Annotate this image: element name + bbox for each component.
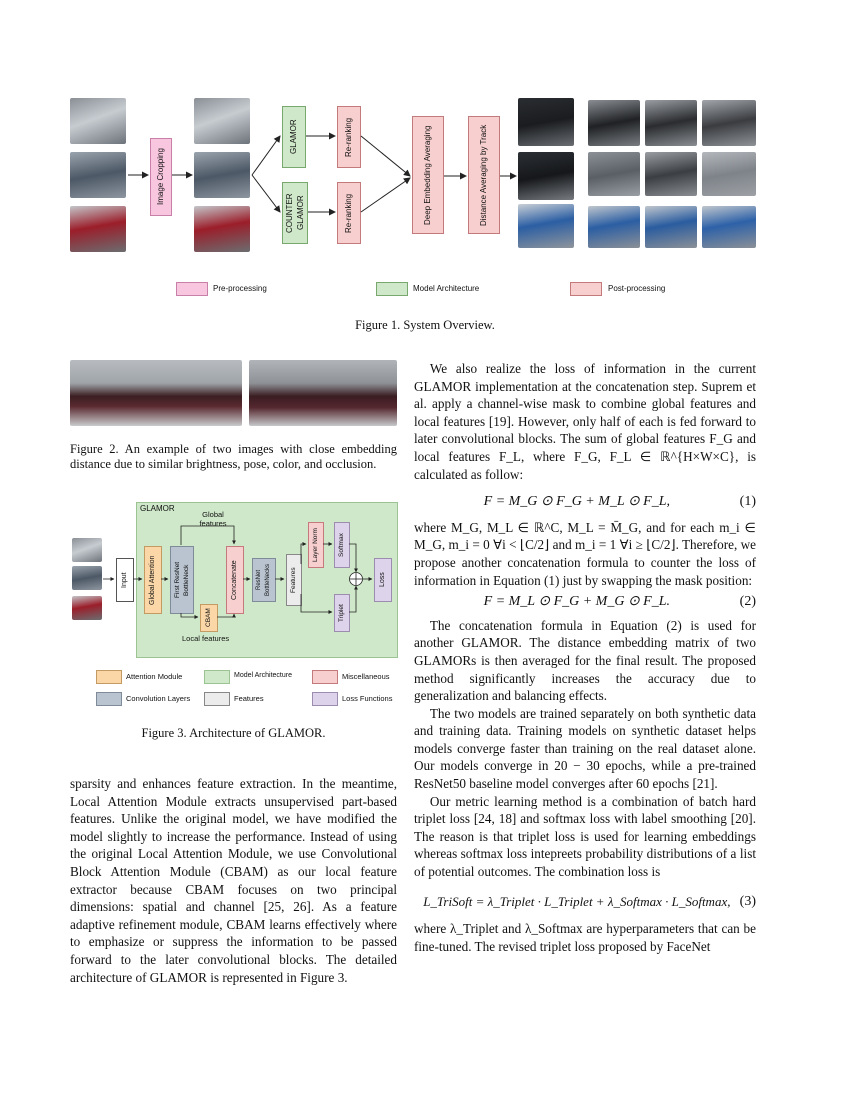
fig3-legend-model: Model Architecture bbox=[234, 672, 292, 679]
right-paragraph-5: Our metric learning method is a combinat… bbox=[414, 793, 756, 880]
equation-1-number: (1) bbox=[739, 494, 756, 510]
equation-2-number: (2) bbox=[739, 594, 756, 610]
right-paragraph-4: The two models are trained separately on… bbox=[414, 705, 756, 792]
cropped-photo-red-jeep bbox=[194, 206, 250, 252]
legend-swatch-model-architecture bbox=[376, 282, 408, 296]
figure-2-image-right bbox=[249, 360, 397, 426]
input-photo-silver-car bbox=[70, 98, 126, 144]
fig3-input-photo-2 bbox=[72, 566, 102, 590]
legend-label-postprocessing: Post-processing bbox=[608, 284, 666, 293]
figure-1: Image Cropping GLAMOR COUNTER GLAMOR Re-… bbox=[0, 0, 850, 310]
equation-1-body: F = M_G ⊙ F_G + M_L ⊙ F_L, bbox=[483, 494, 671, 510]
fig3-legend-misc: Miscellaneous bbox=[342, 672, 390, 681]
track-photo-2 bbox=[518, 152, 574, 200]
fig3-legend-features: Features bbox=[234, 694, 264, 703]
local-features-label: Local features bbox=[182, 634, 230, 643]
right-paragraph-6: where λ_Triplet and λ_Softmax are hyperp… bbox=[414, 921, 756, 954]
legend-label-preprocessing: Pre-processing bbox=[213, 284, 267, 293]
result-photo-2-1 bbox=[588, 152, 640, 196]
cropped-photo-silver-car bbox=[194, 98, 250, 144]
figure-2-caption: Figure 2. An example of two images with … bbox=[70, 442, 397, 471]
legend-swatch-preprocessing bbox=[176, 282, 208, 296]
result-photo-1-2 bbox=[645, 100, 697, 146]
figure-3-caption: Figure 3. Architecture of GLAMOR. bbox=[141, 726, 326, 740]
figure-3: GLAMOR Global features Local features In… bbox=[70, 500, 410, 710]
result-photo-1-1 bbox=[588, 100, 640, 146]
fig3-legend-swatch-model bbox=[204, 670, 230, 684]
result-photo-3-3 bbox=[702, 206, 756, 248]
figure-3-arrows bbox=[103, 525, 373, 619]
fig3-legend-loss: Loss Functions bbox=[342, 694, 393, 703]
figure-2-image-left bbox=[70, 360, 242, 426]
equation-2: F = M_L ⊙ F_G + M_G ⊙ F_L. (2) bbox=[414, 593, 756, 611]
equation-1: F = M_G ⊙ F_G + M_L ⊙ F_L, (1) bbox=[414, 493, 756, 511]
equation-3: L_TriSoft = λ_Triplet · L_Triplet + λ_So… bbox=[414, 893, 756, 911]
result-photo-2-3 bbox=[702, 152, 756, 196]
result-photo-2-2 bbox=[645, 152, 697, 196]
input-photo-truck bbox=[70, 152, 126, 198]
cropped-photo-truck bbox=[194, 152, 250, 198]
figure-1-arrows bbox=[128, 132, 517, 216]
fig3-input-photo-1 bbox=[72, 538, 102, 562]
fig3-legend-swatch-features bbox=[204, 692, 230, 706]
right-paragraph-2: where M_G, M_L ∈ ℝ^C, M_L = M̄_G, and fo… bbox=[414, 519, 756, 588]
global-features-label: Global features bbox=[199, 510, 227, 528]
result-photo-1-3 bbox=[702, 100, 756, 146]
fig3-legend-conv: Convolution Layers bbox=[126, 694, 191, 703]
track-photo-3 bbox=[518, 204, 574, 248]
legend-swatch-postprocessing bbox=[570, 282, 602, 296]
equation-3-number: (3) bbox=[739, 893, 756, 909]
fig3-legend-swatch-misc bbox=[312, 670, 338, 684]
fig3-legend-attention: Attention Module bbox=[126, 672, 183, 681]
right-column: We also realize the loss of information … bbox=[414, 360, 756, 955]
input-photo-red-jeep bbox=[70, 206, 126, 252]
legend-label-model-architecture: Model Architecture bbox=[413, 284, 480, 293]
figure-1-caption: Figure 1. System Overview. bbox=[355, 318, 495, 332]
result-photo-3-1 bbox=[588, 206, 640, 248]
fig3-input-photo-3 bbox=[72, 596, 102, 620]
fig3-legend-swatch-attention bbox=[96, 670, 122, 684]
glamor-panel-title: GLAMOR bbox=[140, 504, 175, 513]
track-photo-1 bbox=[518, 98, 574, 146]
left-paragraph: sparsity and enhances feature extraction… bbox=[70, 776, 397, 985]
fig3-legend-swatch-conv bbox=[96, 692, 122, 706]
equation-2-body: F = M_L ⊙ F_G + M_G ⊙ F_L. bbox=[483, 594, 671, 610]
right-paragraph-1: We also realize the loss of information … bbox=[414, 361, 756, 482]
fig3-legend-swatch-loss bbox=[312, 692, 338, 706]
right-paragraph-3: The concatenation formula in Equation (2… bbox=[414, 617, 756, 704]
equation-3-body: L_TriSoft = λ_Triplet · L_Triplet + λ_So… bbox=[423, 893, 731, 909]
result-photo-3-2 bbox=[645, 206, 697, 248]
left-column: sparsity and enhances feature extraction… bbox=[70, 775, 397, 986]
